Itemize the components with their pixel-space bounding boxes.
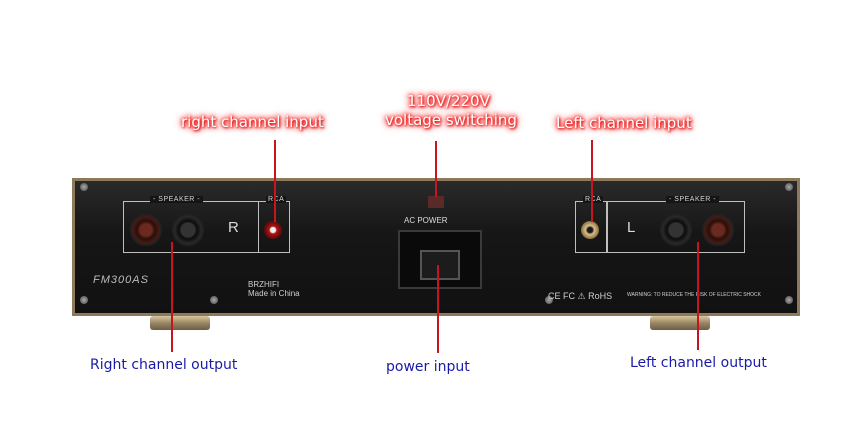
screw bbox=[210, 296, 218, 304]
right-output-leader bbox=[171, 242, 173, 352]
left-foot bbox=[150, 316, 210, 330]
ac-power-caption: AC POWER bbox=[404, 216, 448, 225]
right-channel-input-label: right channel input bbox=[181, 113, 324, 131]
left-rca-jack[interactable] bbox=[581, 221, 599, 239]
ac-power-inlet[interactable] bbox=[398, 230, 482, 289]
warning-text: WARNING: TO REDUCE THE RISK OF ELECTRIC … bbox=[627, 292, 761, 298]
right-speaker-terminal-negative[interactable] bbox=[172, 214, 204, 246]
voltage-leader bbox=[435, 141, 437, 197]
iec-socket bbox=[420, 250, 460, 280]
right-rca-jack[interactable] bbox=[264, 221, 282, 239]
right-speaker-caption: - SPEAKER - bbox=[150, 196, 204, 203]
screw bbox=[785, 183, 793, 191]
screw bbox=[80, 183, 88, 191]
right-foot bbox=[650, 316, 710, 330]
right-rca-caption: RCA bbox=[266, 196, 287, 203]
voltage-switch[interactable] bbox=[428, 196, 444, 208]
left-rca-caption: RCA bbox=[583, 196, 604, 203]
power-leader bbox=[437, 265, 439, 353]
left-input-leader bbox=[591, 140, 593, 222]
certification-marks: CE FC ⚠ RoHS bbox=[548, 291, 613, 301]
left-speaker-terminal-negative[interactable] bbox=[660, 214, 692, 246]
left-output-leader bbox=[697, 242, 699, 350]
voltage-label-line2: voltage switching bbox=[385, 111, 517, 129]
left-speaker-caption: - SPEAKER - bbox=[666, 196, 720, 203]
left-channel-input-label: Left channel input bbox=[556, 114, 692, 132]
screw bbox=[785, 296, 793, 304]
right-input-leader bbox=[274, 140, 276, 222]
voltage-label-line1: 110V/220V bbox=[407, 92, 490, 110]
left-channel-letter: L bbox=[627, 219, 636, 236]
screw bbox=[80, 296, 88, 304]
power-input-label: power input bbox=[386, 359, 470, 375]
right-speaker-terminal-positive[interactable] bbox=[130, 214, 162, 246]
screw bbox=[545, 296, 553, 304]
model-name: FM300AS bbox=[93, 274, 149, 286]
right-channel-output-label: Right channel output bbox=[90, 357, 238, 373]
left-speaker-terminal-positive[interactable] bbox=[702, 214, 734, 246]
right-channel-letter: R bbox=[228, 219, 239, 236]
left-channel-output-label: Left channel output bbox=[630, 355, 767, 371]
